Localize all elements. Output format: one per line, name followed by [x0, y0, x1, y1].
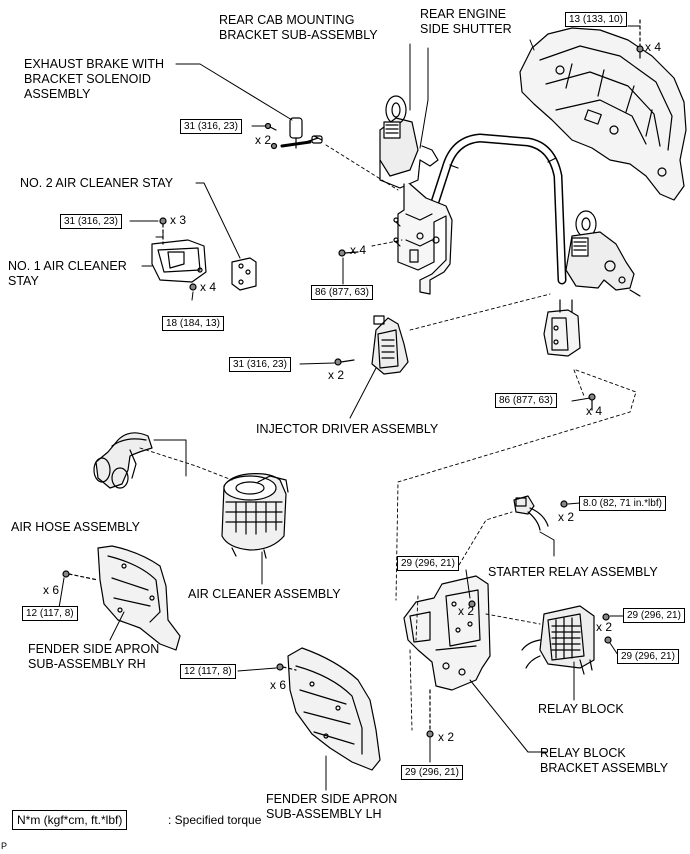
qty-rear-cab-left: x 4: [350, 243, 367, 257]
torque-box-injector: 31 (316, 23): [229, 357, 291, 372]
rear-engine-side-shutter: [519, 27, 687, 201]
label-apron-lh-line2: SUB-ASSEMBLY LH: [266, 807, 382, 821]
qty-bracket-bottom: x 2: [438, 730, 455, 744]
misc-bolts: [338, 249, 596, 411]
label-apron-lh-line1: FENDER SIDE APRON: [266, 792, 398, 806]
qty-apron-rh: x 6: [43, 583, 60, 597]
torque-box-starter-relay: 8.0 (82, 71 in.*lbf): [579, 496, 666, 511]
qty-no2-stay: x 3: [170, 213, 187, 227]
air-hose: [93, 432, 153, 489]
relay-block: [521, 605, 612, 675]
label-relay-block-bracket: RELAY BLOCK BRACKET ASSEMBLY: [540, 746, 668, 776]
qty-exhaust-brake: x 2: [255, 133, 272, 147]
label-relay-block: RELAY BLOCK: [538, 702, 624, 716]
label-fender-apron-lh: FENDER SIDE APRON SUB-ASSEMBLY LH: [266, 792, 397, 822]
label-starter-relay: STARTER RELAY ASSEMBLY: [488, 565, 658, 579]
label-exhaust-brake-line1: EXHAUST BRAKE WITH: [24, 57, 165, 71]
label-rear-engine-line1: REAR ENGINE: [420, 7, 507, 21]
torque-box-apron-rh: 12 (117, 8): [22, 606, 78, 621]
torque-box-rear-cab-left: 86 (877, 63): [311, 285, 373, 300]
label-apron-rh-line2: SUB-ASSEMBLY RH: [28, 657, 146, 671]
label-bracket-line2: BRACKET ASSEMBLY: [540, 761, 669, 775]
rear-cab-right-bracket: [543, 210, 641, 357]
label-exhaust-brake: EXHAUST BRAKE WITH BRACKET SOLENOID ASSE…: [24, 57, 164, 102]
label-air-cleaner: AIR CLEANER ASSEMBLY: [188, 587, 341, 601]
torque-box-shutter: 13 (133, 10): [565, 12, 627, 27]
label-apron-rh-line1: FENDER SIDE APRON: [28, 642, 160, 656]
fender-apron-lh: [276, 647, 381, 771]
torque-leaders: [57, 25, 641, 763]
qty-shutter: x 4: [645, 40, 662, 54]
qty-no1-stay: x 4: [200, 280, 217, 294]
label-bracket-line1: RELAY BLOCK: [540, 746, 626, 760]
leader-lines: [109, 39, 575, 791]
label-rear-cab-mounting-line1: REAR CAB MOUNTING: [219, 13, 355, 27]
label-rear-engine-side-shutter: REAR ENGINE SIDE SHUTTER: [420, 7, 512, 37]
no2-air-cleaner-stay: [231, 257, 257, 291]
dashed-guide-lines: [139, 144, 637, 731]
relay-block-bracket: [403, 575, 491, 738]
legend-torque-text: : Specified torque: [168, 813, 262, 827]
label-rear-cab-mounting-line2: BRACKET SUB-ASSEMBLY: [219, 28, 378, 42]
page-mark: P: [1, 841, 8, 851]
torque-box-no2-stay: 31 (316, 23): [60, 214, 122, 229]
torque-box-rear-cab-right: 86 (877, 63): [495, 393, 557, 408]
injector-driver: [334, 315, 409, 375]
label-air-hose: AIR HOSE ASSEMBLY: [11, 520, 140, 534]
label-no1-stay-line2: STAY: [8, 274, 39, 288]
qty-rear-cab-right: x 4: [586, 404, 603, 418]
label-rear-cab-mounting: REAR CAB MOUNTING BRACKET SUB-ASSEMBLY: [219, 13, 378, 43]
label-fender-apron-rh: FENDER SIDE APRON SUB-ASSEMBLY RH: [28, 642, 159, 672]
torque-box-apron-lh: 12 (117, 8): [180, 664, 236, 679]
qty-injector: x 2: [328, 368, 345, 382]
label-injector-driver: INJECTOR DRIVER ASSEMBLY: [256, 422, 439, 436]
torque-box-exhaust-brake: 31 (316, 23): [180, 119, 242, 134]
torque-box-relay-block-lower: 29 (296, 21): [617, 649, 679, 664]
label-exhaust-brake-line3: ASSEMBLY: [24, 87, 91, 101]
label-no2-air-cleaner-stay: NO. 2 AIR CLEANER STAY: [20, 176, 174, 190]
starter-relay: [513, 495, 568, 531]
fender-apron-rh: [62, 545, 181, 651]
no1-air-cleaner-stay: [151, 217, 207, 291]
air-cleaner: [221, 473, 289, 559]
shutter-bolt: [636, 19, 644, 59]
label-rear-engine-line2: SIDE SHUTTER: [420, 22, 512, 36]
label-no1-stay-line1: NO. 1 AIR CLEANER: [8, 259, 127, 273]
legend-torque-unit: N*m (kgf*cm, ft.*lbf): [12, 810, 128, 830]
label-no1-air-cleaner-stay: NO. 1 AIR CLEANER STAY: [8, 259, 127, 289]
torque-box-bracket-top: 29 (296, 21): [397, 556, 459, 571]
qty-relay-block: x 2: [596, 620, 613, 634]
label-exhaust-brake-line2: BRACKET SOLENOID: [24, 72, 151, 86]
torque-box-relay-block-upper: 29 (296, 21): [623, 608, 685, 623]
qty-starter-relay: x 2: [558, 510, 575, 524]
torque-box-bracket-bottom: 29 (296, 21): [401, 765, 463, 780]
qty-apron-lh: x 6: [270, 678, 287, 692]
rear-cab-mounting-bracket: [379, 95, 453, 295]
torque-box-no1-stay: 18 (184, 13): [162, 316, 224, 331]
rear-cab-mounting-frame: [419, 133, 567, 285]
exhaust-brake-solenoid: [264, 117, 323, 150]
qty-bracket-top: x 2: [458, 604, 475, 618]
